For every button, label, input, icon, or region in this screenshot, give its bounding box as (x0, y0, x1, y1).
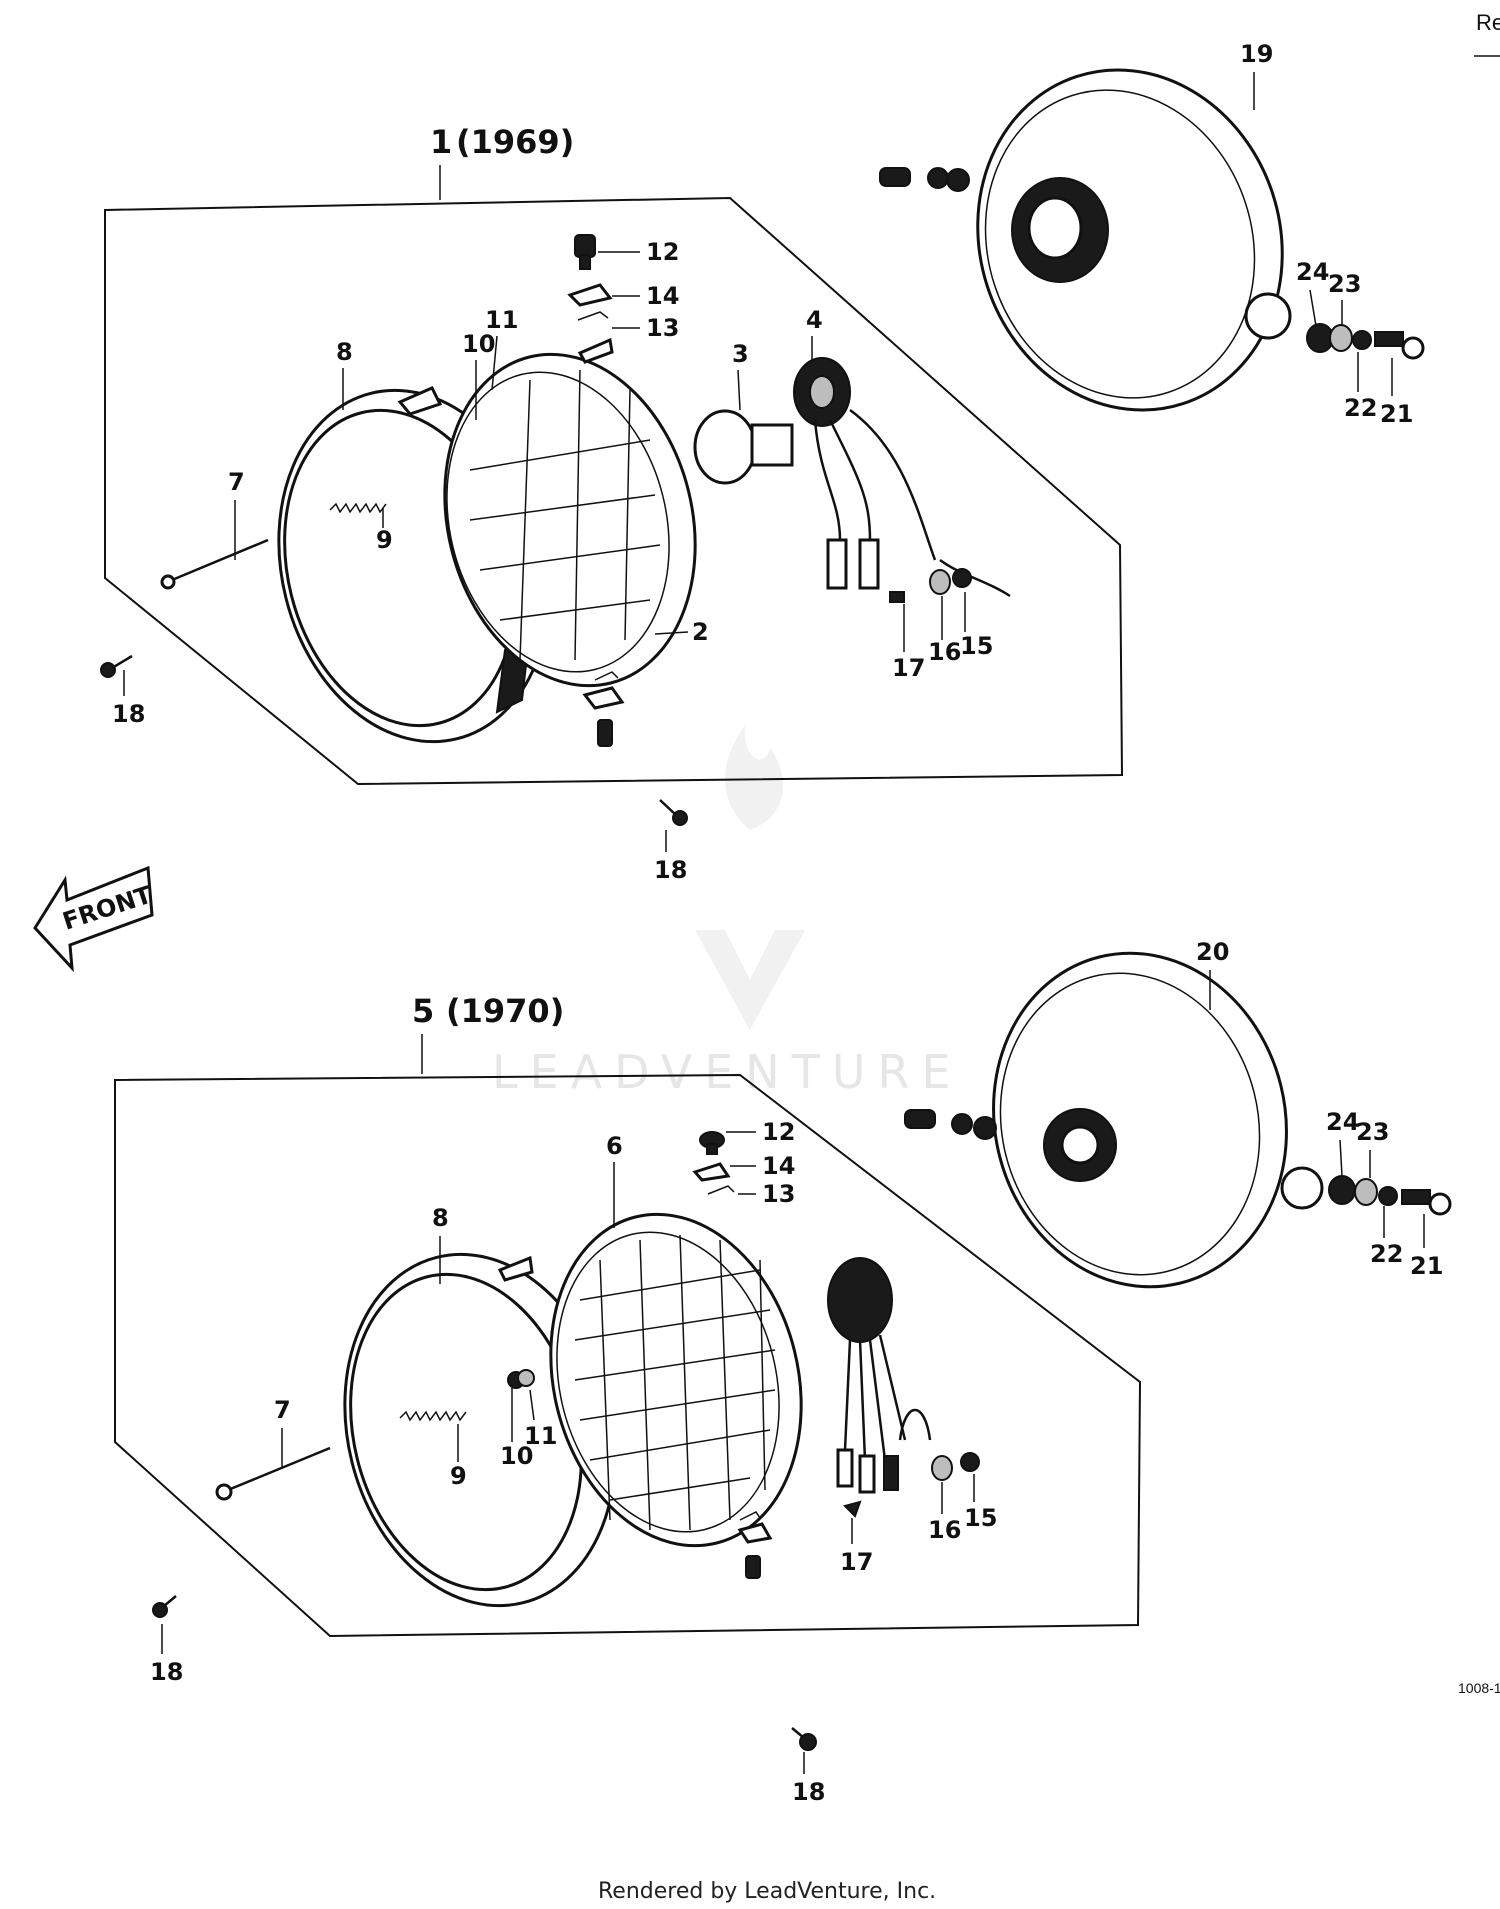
front-arrow-icon: FRONT (33, 865, 156, 973)
callout-11: 11 (485, 306, 518, 334)
housing-20-side-hardware (1328, 1175, 1452, 1216)
callout-19: 19 (1240, 40, 1273, 68)
callout-17: 17 (840, 1548, 873, 1576)
callout-6: 6 (606, 1132, 623, 1160)
callout-21: 21 (1410, 1252, 1443, 1280)
group-1970-year: (1970) (446, 992, 564, 1030)
callout-16: 16 (928, 1516, 961, 1544)
callout-11: 11 (524, 1422, 557, 1450)
sealed-beam-1970 (549, 1212, 932, 1548)
callout-7: 7 (228, 468, 245, 496)
group-1969-box (104, 196, 1124, 786)
diagram-code: 1008-1 (1458, 1680, 1500, 1696)
callout-18: 18 (150, 1658, 183, 1686)
callout-17: 17 (892, 654, 925, 682)
clip-stack-lower-1970 (737, 1511, 773, 1579)
callout-18-mid: 18 (654, 856, 687, 884)
callout-9: 9 (450, 1462, 467, 1490)
housing-20-mount-bolt (904, 1109, 997, 1140)
callout-12: 12 (646, 238, 679, 266)
sealed-beam-1969 (443, 337, 697, 688)
watermark-text: LEADVENTURE (492, 1045, 963, 1099)
group-1970-part: 5 (412, 992, 434, 1030)
callout-9: 9 (376, 526, 393, 554)
adjust-spring-1969 (329, 502, 387, 514)
callout-24: 24 (1296, 258, 1329, 286)
callout-15: 15 (960, 632, 993, 660)
clip-stack-upper-1970 (692, 1131, 735, 1195)
callout-12: 12 (762, 1118, 795, 1146)
callout-13: 13 (646, 314, 679, 342)
callout-23: 23 (1328, 270, 1361, 298)
rim-screw-1970 (227, 1446, 331, 1492)
group-1969-part: 1 (430, 123, 452, 161)
callout-18-bottom: 18 (792, 1778, 825, 1806)
callout-15: 15 (964, 1504, 997, 1532)
socket-1969 (793, 357, 1011, 598)
callout-14: 14 (762, 1152, 795, 1180)
corner-text: Re (1476, 10, 1500, 35)
callout-22: 22 (1344, 394, 1377, 422)
watermark: LEADVENTURE (492, 725, 963, 1099)
bulb-1969 (693, 409, 794, 485)
callout-4: 4 (806, 306, 823, 334)
callout-8: 8 (336, 338, 353, 366)
housing-20: 20 21 22 23 24 (904, 938, 1452, 1289)
flame-logo-icon (695, 725, 805, 1030)
callout-13: 13 (762, 1180, 795, 1208)
callout-16: 16 (928, 638, 961, 666)
callout-22: 22 (1370, 1240, 1403, 1268)
callout-21: 21 (1380, 400, 1413, 428)
callout-2: 2 (692, 618, 709, 646)
ground-hardware-1970 (843, 1452, 980, 1518)
housing-19-mount-bolt (879, 167, 970, 192)
callouts-1970: 6 7 8 9 10 11 12 13 14 15 16 17 18 (150, 1118, 997, 1686)
footer-credit: Rendered by LeadVenture, Inc. (598, 1879, 936, 1904)
ground-hardware-1969 (889, 568, 972, 603)
housing-19: 19 21 22 23 24 (879, 40, 1425, 428)
group-1969-year: (1969) (456, 123, 574, 161)
screw-18-left-1970 (152, 1595, 177, 1618)
housing-19-side-hardware (1306, 323, 1425, 360)
callout-10: 10 (462, 330, 495, 358)
callout-10: 10 (500, 1442, 533, 1470)
callout-3: 3 (732, 340, 749, 368)
headlight-rim-1970 (343, 1252, 617, 1608)
clip-stack-upper-1969 (567, 234, 613, 321)
clip-stack-lower-1969 (582, 671, 625, 747)
screw-18-left-1969 (100, 654, 133, 678)
rim-screw-1969 (171, 538, 269, 582)
callout-7: 7 (274, 1396, 291, 1424)
callout-8: 8 (432, 1204, 449, 1232)
adjust-spring-1970 (399, 1410, 467, 1422)
group-1970-box (114, 1073, 1142, 1638)
callouts-1969: 2 3 4 7 8 9 10 11 12 13 14 15 16 (112, 238, 993, 728)
group-1970: 5 (1970) (114, 992, 1142, 1686)
callout-20: 20 (1196, 938, 1229, 966)
callout-23: 23 (1356, 1118, 1389, 1146)
callout-14: 14 (646, 282, 679, 310)
callout-18: 18 (112, 700, 145, 728)
screw-18-bottom: 18 (791, 1727, 825, 1806)
group-1969: 1 (1969) (100, 123, 1124, 786)
screw-18-mid: 18 (654, 799, 688, 884)
callout-24: 24 (1326, 1108, 1359, 1136)
